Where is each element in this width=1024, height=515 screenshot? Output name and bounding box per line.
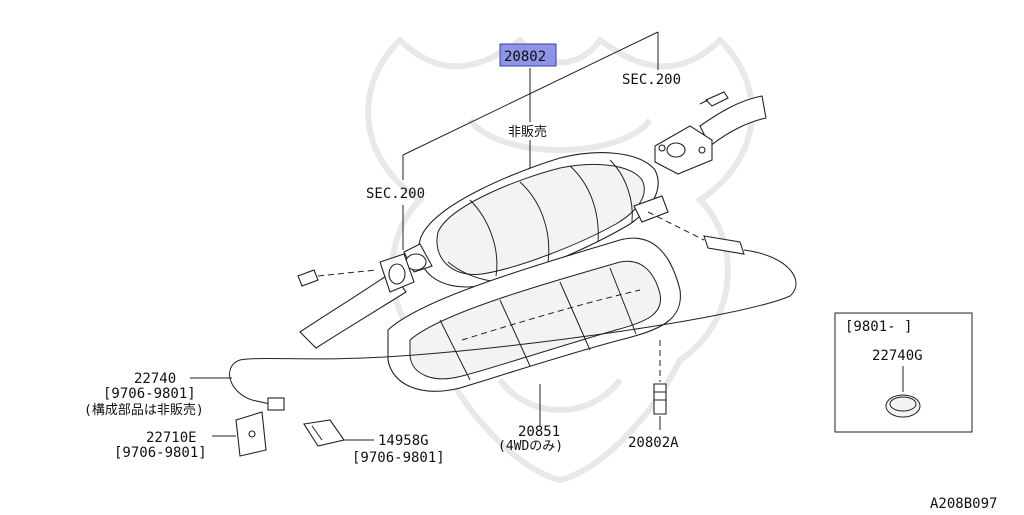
part-22740-label[interactable]: 22740: [134, 371, 176, 387]
heat-shield-20851: [387, 237, 681, 392]
inset-range: [9801- ]: [845, 319, 912, 335]
inset-part-label[interactable]: 22740G: [872, 348, 923, 364]
part-20851-note: (4WDのみ): [498, 439, 563, 454]
part-14958g-range: [9706-9801]: [352, 450, 445, 466]
part-14958g-label[interactable]: 14958G: [378, 433, 429, 449]
part-22740-note: (構成部品は非販売): [84, 402, 204, 418]
part-20802-callout[interactable]: 20802: [499, 43, 557, 67]
part-20802a-label[interactable]: 20802A: [628, 435, 679, 451]
plug-22740g: [885, 394, 921, 418]
bolt-20802a: [653, 340, 667, 430]
bracket-22710e: [212, 411, 267, 457]
inset-panel: [9801- ] 22740G: [834, 312, 973, 433]
part-20802-highlight: [499, 43, 557, 67]
part-22710e-range: [9706-9801]: [114, 445, 207, 461]
part-20802-label[interactable]: 20802: [504, 49, 546, 65]
front-pipe-flange: [654, 91, 767, 175]
part-20851-label[interactable]: 20851: [518, 424, 560, 440]
catalytic-converter: [403, 152, 669, 288]
not-for-sale-label: 非販売: [508, 124, 547, 140]
clip-14958g: [303, 419, 374, 447]
rear-pipe: [297, 253, 415, 349]
oxygen-sensor-22740: [229, 211, 797, 411]
assembly-leader-box: [402, 31, 659, 250]
figure-code: A208B097: [930, 496, 997, 511]
part-22710e-label[interactable]: 22710E: [146, 430, 197, 446]
sec-200-upper-label[interactable]: SEC.200: [622, 72, 681, 88]
part-22740-range: [9706-9801]: [103, 386, 196, 402]
sec-200-left-label[interactable]: SEC.200: [366, 186, 425, 202]
